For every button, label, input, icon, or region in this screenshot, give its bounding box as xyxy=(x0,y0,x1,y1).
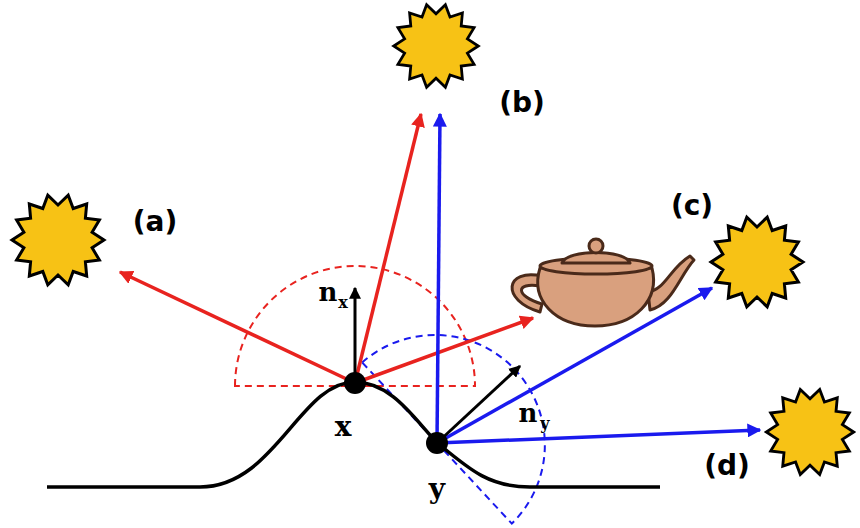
surface-point xyxy=(344,372,366,394)
normal-symbol: n xyxy=(319,279,338,305)
point-label: y xyxy=(429,475,445,503)
normal-subscript: y xyxy=(540,416,549,432)
normal-y xyxy=(437,366,520,443)
light-source-sun xyxy=(766,389,853,474)
point-label: x xyxy=(335,413,352,441)
light-label: (c) xyxy=(671,192,713,220)
light-label: (d) xyxy=(704,452,750,480)
light-source-sun xyxy=(12,195,104,285)
normal-symbol: n xyxy=(519,400,538,426)
ray-y-c xyxy=(437,288,712,443)
light-label: (b) xyxy=(499,89,545,117)
ray-y-b xyxy=(437,114,440,443)
light-label: (a) xyxy=(133,208,178,236)
ray-x-teapot xyxy=(355,318,533,383)
light-source-sun xyxy=(711,217,803,307)
surface-curve xyxy=(47,382,660,487)
light-source-sun xyxy=(394,5,479,87)
ray-y-d xyxy=(437,430,760,443)
surface-point xyxy=(426,432,448,454)
normal-subscript: x xyxy=(338,295,348,311)
ray-x-b xyxy=(355,114,421,383)
teapot-knob xyxy=(589,239,603,253)
normal-x xyxy=(354,288,357,383)
hemisphere-y xyxy=(362,335,545,524)
ray-x-a xyxy=(120,272,355,383)
teapot-body xyxy=(538,268,654,326)
